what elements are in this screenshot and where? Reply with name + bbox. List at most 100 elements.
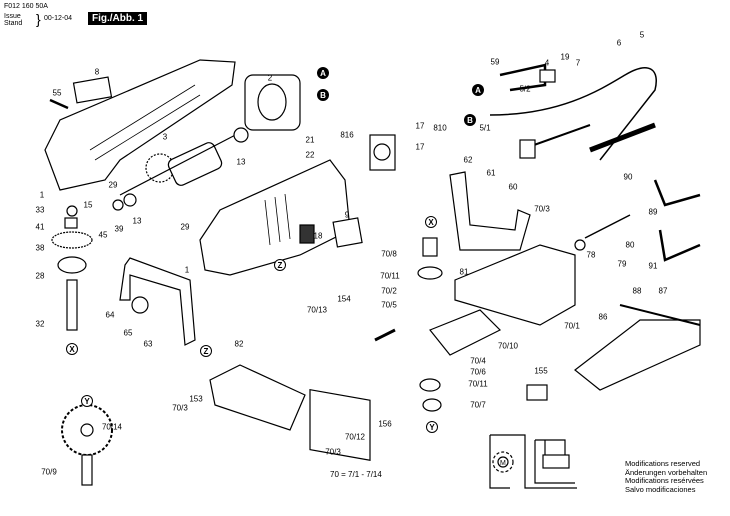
hex-key-89 (653, 179, 701, 207)
part-number-label: 70/7 (470, 400, 486, 410)
part-number-label: 6 (616, 38, 622, 48)
spindle-32 (66, 279, 78, 331)
part-number-label: 17 (415, 142, 425, 152)
bearing-28 (57, 256, 87, 274)
part-number-label: 9 (344, 210, 350, 220)
part-number-label: 810 (433, 123, 447, 133)
part-70-7 (422, 398, 442, 412)
bolt-70-9 (81, 454, 93, 486)
wiring-schematic (489, 434, 577, 489)
issue-stand-label: Issue Stand (4, 13, 22, 27)
power-cord (489, 67, 657, 161)
part-number-label: 70/8 (381, 249, 397, 259)
issue-label: Issue (4, 13, 21, 20)
ref-a: A (317, 67, 329, 79)
part-number-label: 63 (143, 339, 153, 349)
label-9 (332, 217, 363, 248)
part-number-label: 153 (189, 394, 203, 404)
part-number-label: 89 (648, 207, 658, 217)
brace: } (36, 11, 41, 27)
part-number-label: 15 (83, 200, 93, 210)
note-line: Modifications resérvées (625, 476, 704, 485)
part-number-label: 70/10 (497, 341, 519, 351)
part-number-label: 816 (340, 130, 354, 140)
ref-b: B (464, 114, 476, 126)
part-number-label: 28 (35, 271, 45, 281)
bearing-70-11 (417, 266, 443, 280)
part-number-label: 1 (184, 265, 190, 275)
bevel-gear-38 (51, 231, 93, 249)
part-number-label: 39 (114, 224, 124, 234)
part-number-label: 41 (35, 222, 45, 232)
ref-z: Z (200, 345, 212, 357)
part-number-label: 59 (490, 57, 500, 67)
adapter-155 (526, 384, 548, 401)
ref-y: Y (426, 421, 438, 433)
dust-bag-86 (574, 319, 701, 391)
part-number-label: 70/12 (344, 432, 366, 442)
part-number-label: 7 (575, 58, 581, 68)
ref-y: Y (81, 395, 93, 407)
part-number-label: 2 (267, 73, 273, 83)
part-number-label: 70/11 (380, 271, 400, 281)
part-number-label: 38 (35, 243, 45, 253)
part-number-label: 91 (648, 261, 658, 271)
armature (119, 129, 246, 196)
part-number-label: 64 (105, 310, 115, 320)
switch-18 (299, 224, 315, 244)
plug (519, 139, 536, 159)
part-number-label: 45 (98, 230, 108, 240)
part-number-label: 70/5 (381, 300, 397, 310)
gear-39 (123, 193, 137, 207)
part-number-label: 70/3 (534, 204, 550, 214)
bearing-70-11b (419, 378, 441, 392)
part-number-label: 90 (623, 172, 633, 182)
part-number-label: 88 (632, 286, 642, 296)
bracket-60 (449, 171, 531, 251)
part-number-label: 5 (639, 30, 645, 40)
o-ring-33 (66, 205, 78, 217)
housing-half (44, 59, 236, 191)
part-number-label: 4 (544, 58, 550, 68)
pinion-45 (112, 199, 124, 211)
part-number-label: 86 (598, 312, 608, 322)
part-number-label: 70/14 (101, 422, 123, 432)
assembly-formula: 70 = 7/1 - 7/14 (330, 470, 382, 479)
part-number-label: 55 (52, 88, 62, 98)
part-number-label: 70/3 (325, 447, 341, 457)
part-number-label: 19 (560, 52, 570, 62)
knob-78 (574, 239, 586, 251)
rod-88 (619, 304, 701, 326)
part-number-label: 13 (236, 157, 246, 167)
stand-label: Stand (4, 20, 23, 27)
part-number-label: 61 (486, 168, 496, 178)
part-number-label: 70/11 (468, 379, 488, 389)
hex-key-91 (658, 229, 701, 262)
part-number-label: 29 (108, 180, 118, 190)
motor-symbol: M (500, 460, 506, 467)
part-number-label: 154 (337, 294, 351, 304)
part-number-label: 5/2 (519, 84, 531, 94)
part-number-label: 87 (658, 286, 668, 296)
part-number-label: 80 (625, 240, 635, 250)
part-number-label: 78 (586, 250, 596, 260)
part-number-label: 8 (94, 67, 100, 77)
bushing-70-8 (422, 237, 438, 257)
handle-bracket (119, 257, 196, 346)
part-number-label: 18 (313, 231, 323, 241)
switch-4 (539, 69, 556, 83)
ref-z: Z (274, 259, 286, 271)
part-number-label: 70/1 (564, 321, 580, 331)
motor-housing (199, 159, 351, 276)
base-70-2 (429, 309, 502, 356)
part-number-label: 70/6 (470, 367, 486, 377)
part-number-label: 156 (378, 419, 392, 429)
ref-x: X (66, 343, 78, 355)
part-number-label: 1 (39, 190, 45, 200)
wrench-90 (589, 122, 656, 153)
part-number-label: 3 (162, 132, 168, 142)
bearing-13 (233, 127, 249, 143)
part-number-label: 22 (305, 150, 315, 160)
